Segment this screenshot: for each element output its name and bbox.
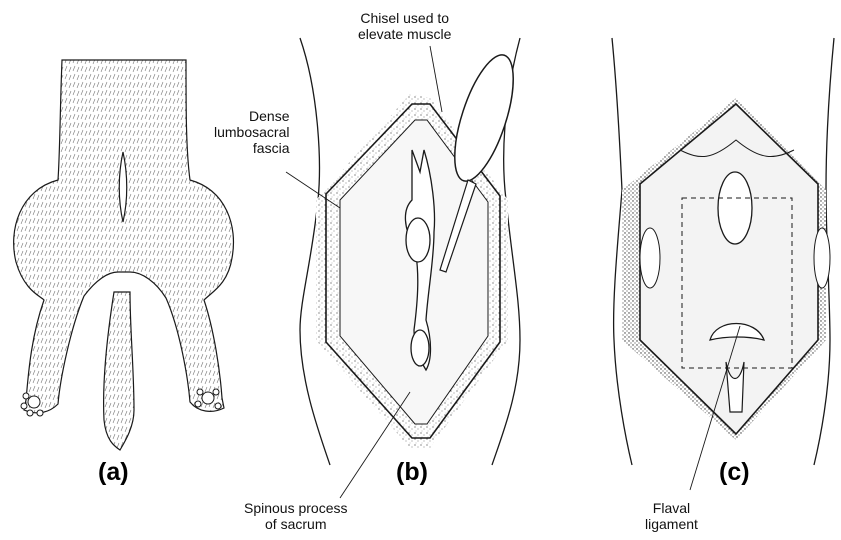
spinous-process-c [718, 172, 752, 244]
panel-a-dog-drawing [14, 60, 234, 450]
panel-label-c: (c) [719, 458, 750, 487]
dog-tail [104, 292, 134, 450]
spinous-process-label: Spinous process of sacrum [244, 500, 348, 532]
flaval-ligament-label: Flaval ligament [645, 500, 698, 532]
chisel-label: Chisel used to elevate muscle [358, 10, 451, 42]
panel-label-a: (a) [98, 458, 129, 487]
fascia-label: Dense lumbosacral fascia [214, 108, 289, 156]
panel-label-b: (b) [396, 458, 428, 487]
panel-b-drawing [300, 38, 525, 465]
panel-c-drawing [612, 38, 834, 465]
